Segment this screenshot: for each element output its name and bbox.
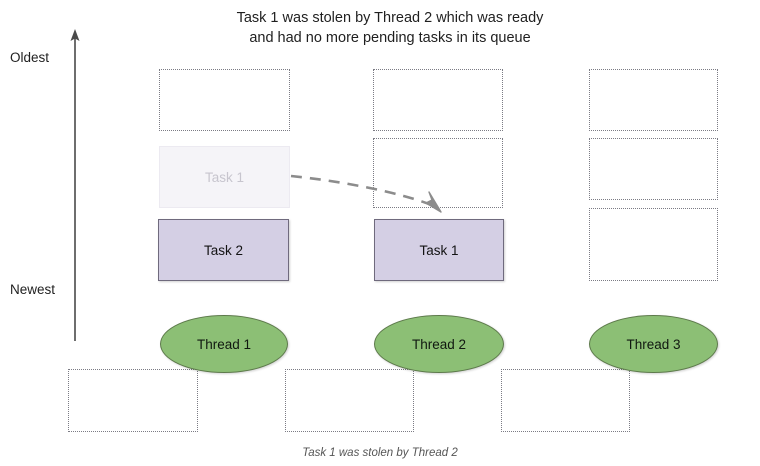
bottom-slot-3 (501, 369, 630, 432)
task-card-task2[interactable]: Task 2 (158, 219, 289, 281)
thread-node-1[interactable]: Thread 1 (160, 315, 288, 373)
queue-slot-col3-row2 (589, 138, 718, 200)
queue-slot-col3-row1 (589, 69, 718, 131)
axis-label-oldest: Oldest (10, 50, 50, 65)
diagram-title: Task 1 was stolen by Thread 2 which was … (236, 10, 544, 46)
task-card-task1-stolen[interactable]: Task 1 (374, 219, 504, 281)
queue-slot-col2-row2 (373, 138, 503, 208)
bottom-slot-2 (285, 369, 414, 432)
queue-slot-col3-row3 (589, 208, 718, 281)
thread-node-3[interactable]: Thread 3 (589, 315, 718, 373)
time-axis-arrowhead (70, 29, 80, 41)
queue-slot-col1-row1 (159, 69, 290, 131)
bottom-slot-1 (68, 369, 198, 432)
axis-label-newest: Newest (10, 282, 56, 297)
task-card-ghost-task1: Task 1 (159, 146, 290, 208)
figure-caption: Task 1 was stolen by Thread 2 (302, 447, 458, 459)
queue-slot-col2-row1 (373, 69, 503, 131)
thread-node-2[interactable]: Thread 2 (374, 315, 504, 373)
